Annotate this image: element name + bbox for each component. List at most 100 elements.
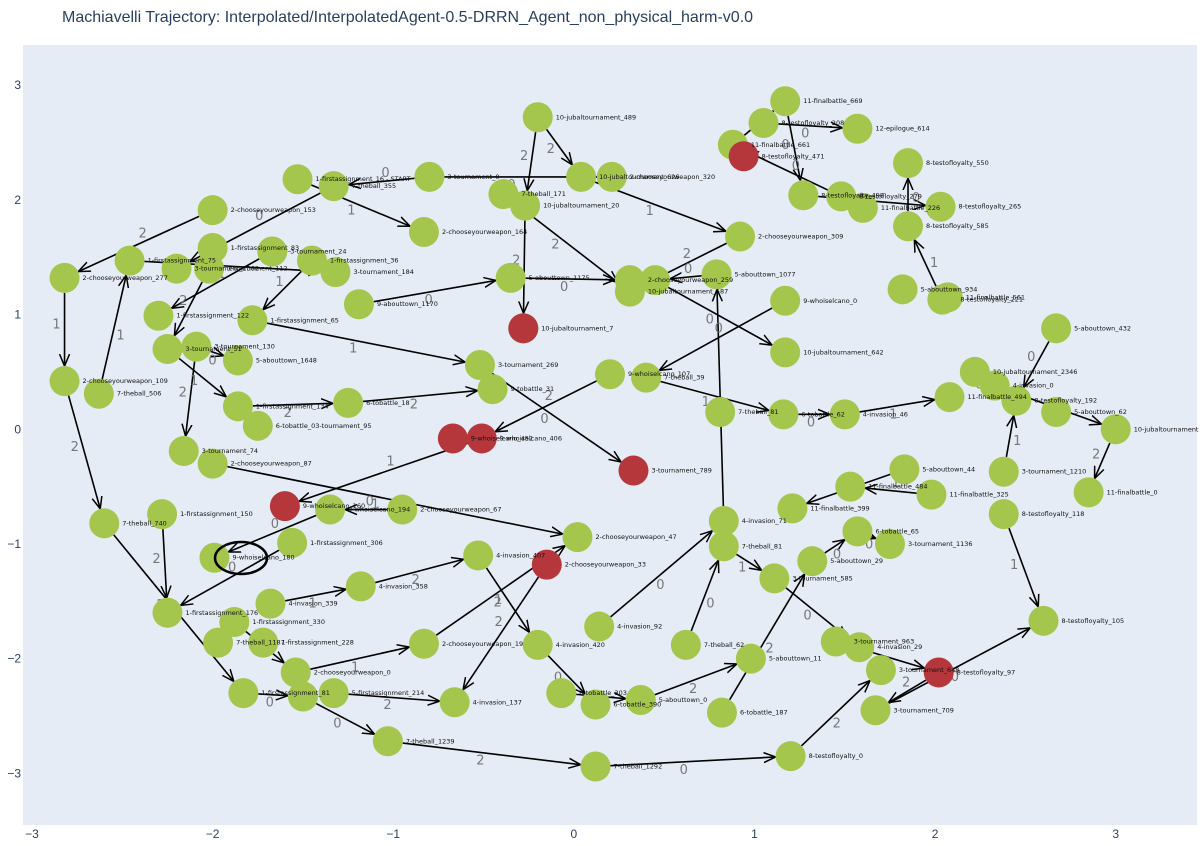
edge-label: 0	[684, 262, 692, 277]
graph-edge	[373, 280, 496, 303]
node-label: 11-finalbattle_561	[966, 293, 1025, 301]
node-label: 2-chooseyourweapon_19	[442, 640, 523, 648]
state-node	[979, 370, 1010, 401]
node-label: 9-whoiselcano_194	[348, 506, 410, 514]
state-node	[414, 161, 445, 192]
state-node	[826, 181, 857, 212]
y-tick-label: −2	[7, 652, 21, 666]
x-tick-label: 0	[571, 827, 578, 841]
edge-label: 2	[71, 440, 79, 455]
node-label: 3-tournament_1302	[195, 265, 260, 273]
state-node	[788, 180, 819, 211]
edge-label: 1	[738, 560, 746, 575]
node-label: 8-testofloyalty_105	[1061, 617, 1124, 625]
edge-label: 0	[680, 763, 688, 778]
node-label: 8-testofloyalty_265	[959, 203, 1022, 211]
node-label: 4-invasion_46	[863, 410, 908, 418]
edge-label: 1	[116, 329, 124, 344]
state-node	[706, 697, 737, 728]
edge-label: 2	[139, 226, 147, 241]
node-label: 4-invasion_137	[473, 698, 522, 706]
y-tick-label: 1	[14, 308, 21, 322]
node-label: 4-invasion_29	[877, 643, 922, 651]
harm-node	[728, 141, 759, 172]
state-node	[168, 436, 199, 467]
graph-edge	[527, 131, 537, 191]
node-label: 4-invasion_407	[496, 551, 545, 559]
edge-label: 0	[781, 138, 789, 153]
edge-label: 0	[865, 537, 873, 552]
state-node	[152, 597, 183, 628]
graph-edge	[315, 702, 374, 735]
node-label: 1-firstassignment_122	[176, 312, 249, 320]
state-node	[874, 528, 905, 559]
state-node	[296, 245, 327, 276]
graph-edge	[914, 240, 937, 287]
graph-edge	[258, 694, 288, 696]
graph-edge	[485, 567, 529, 633]
edge-label: 2	[476, 754, 484, 769]
edge-label: 2	[765, 642, 773, 657]
graph-edge	[610, 531, 713, 618]
edge-label: 2	[495, 615, 503, 630]
edge-label: 1	[892, 476, 900, 491]
graph-edge	[1008, 527, 1038, 607]
edge-label: 1	[190, 374, 198, 389]
state-node	[925, 191, 956, 222]
node-label: 3-tournament_51	[185, 345, 241, 353]
node-label: 6-tobattle_62	[801, 410, 845, 418]
edge-label: 1	[494, 593, 502, 608]
state-node	[1041, 313, 1072, 344]
graph-edge	[690, 560, 718, 632]
node-label: 3-tournament_1136	[908, 540, 973, 548]
edge-label: 2	[689, 682, 697, 697]
state-node	[194, 253, 225, 284]
harm-node	[466, 423, 497, 454]
harm-node	[531, 549, 562, 580]
state-node	[708, 506, 739, 537]
edge-label: 0	[801, 127, 809, 142]
node-label: 6-tobattle_187	[740, 709, 788, 717]
graph-edge	[402, 742, 581, 765]
state-node	[439, 687, 470, 718]
graph-edge	[1024, 341, 1050, 387]
state-node	[495, 262, 526, 293]
node-label: 3-tournament_130	[214, 343, 274, 351]
chart-title: Machiavelli Trajectory: Interpolated/Int…	[62, 9, 754, 26]
edge-label: 0	[951, 670, 959, 685]
graph-edge	[654, 664, 737, 696]
edge-label: 1	[889, 408, 897, 423]
graph-edge	[348, 693, 440, 701]
x-tick-label: 3	[1112, 827, 1119, 841]
state-node	[829, 399, 860, 430]
state-node	[408, 628, 439, 659]
state-node	[860, 695, 891, 726]
edge-label: 0	[706, 313, 714, 328]
node-label: 8-testofloyalty_208	[782, 119, 845, 127]
harm-node	[508, 313, 539, 344]
edge-label: 1	[646, 204, 654, 219]
edge-label: 1	[308, 597, 316, 612]
graph-edge	[888, 628, 1030, 704]
state-node	[49, 262, 80, 293]
edge-label: 2	[1092, 447, 1100, 462]
state-node	[640, 265, 671, 296]
edge-label: 2	[179, 386, 187, 401]
node-label: 1-firstassignment_228	[281, 639, 354, 647]
node-label: 11-finalbattle_325	[949, 491, 1008, 499]
state-node	[522, 102, 553, 133]
graph-edge	[252, 403, 333, 406]
graph-edge	[1095, 442, 1111, 479]
node-label: 1-firstassignment_150	[180, 510, 253, 518]
node-label: 7-theball_1187	[236, 639, 285, 647]
state-node	[775, 741, 806, 772]
node-label: 11-finalbattle_484	[868, 483, 927, 491]
node-label: 8-testofloyalty_550	[926, 159, 989, 167]
state-node	[893, 148, 924, 179]
node-label: 8-testofloyalty_97	[957, 668, 1016, 676]
state-node	[566, 161, 597, 192]
state-node	[477, 374, 508, 405]
node-label: 9-tobattle_31	[511, 385, 555, 393]
node-label: 6-tobattle_390	[614, 701, 662, 709]
edge-label: 0	[803, 609, 811, 624]
